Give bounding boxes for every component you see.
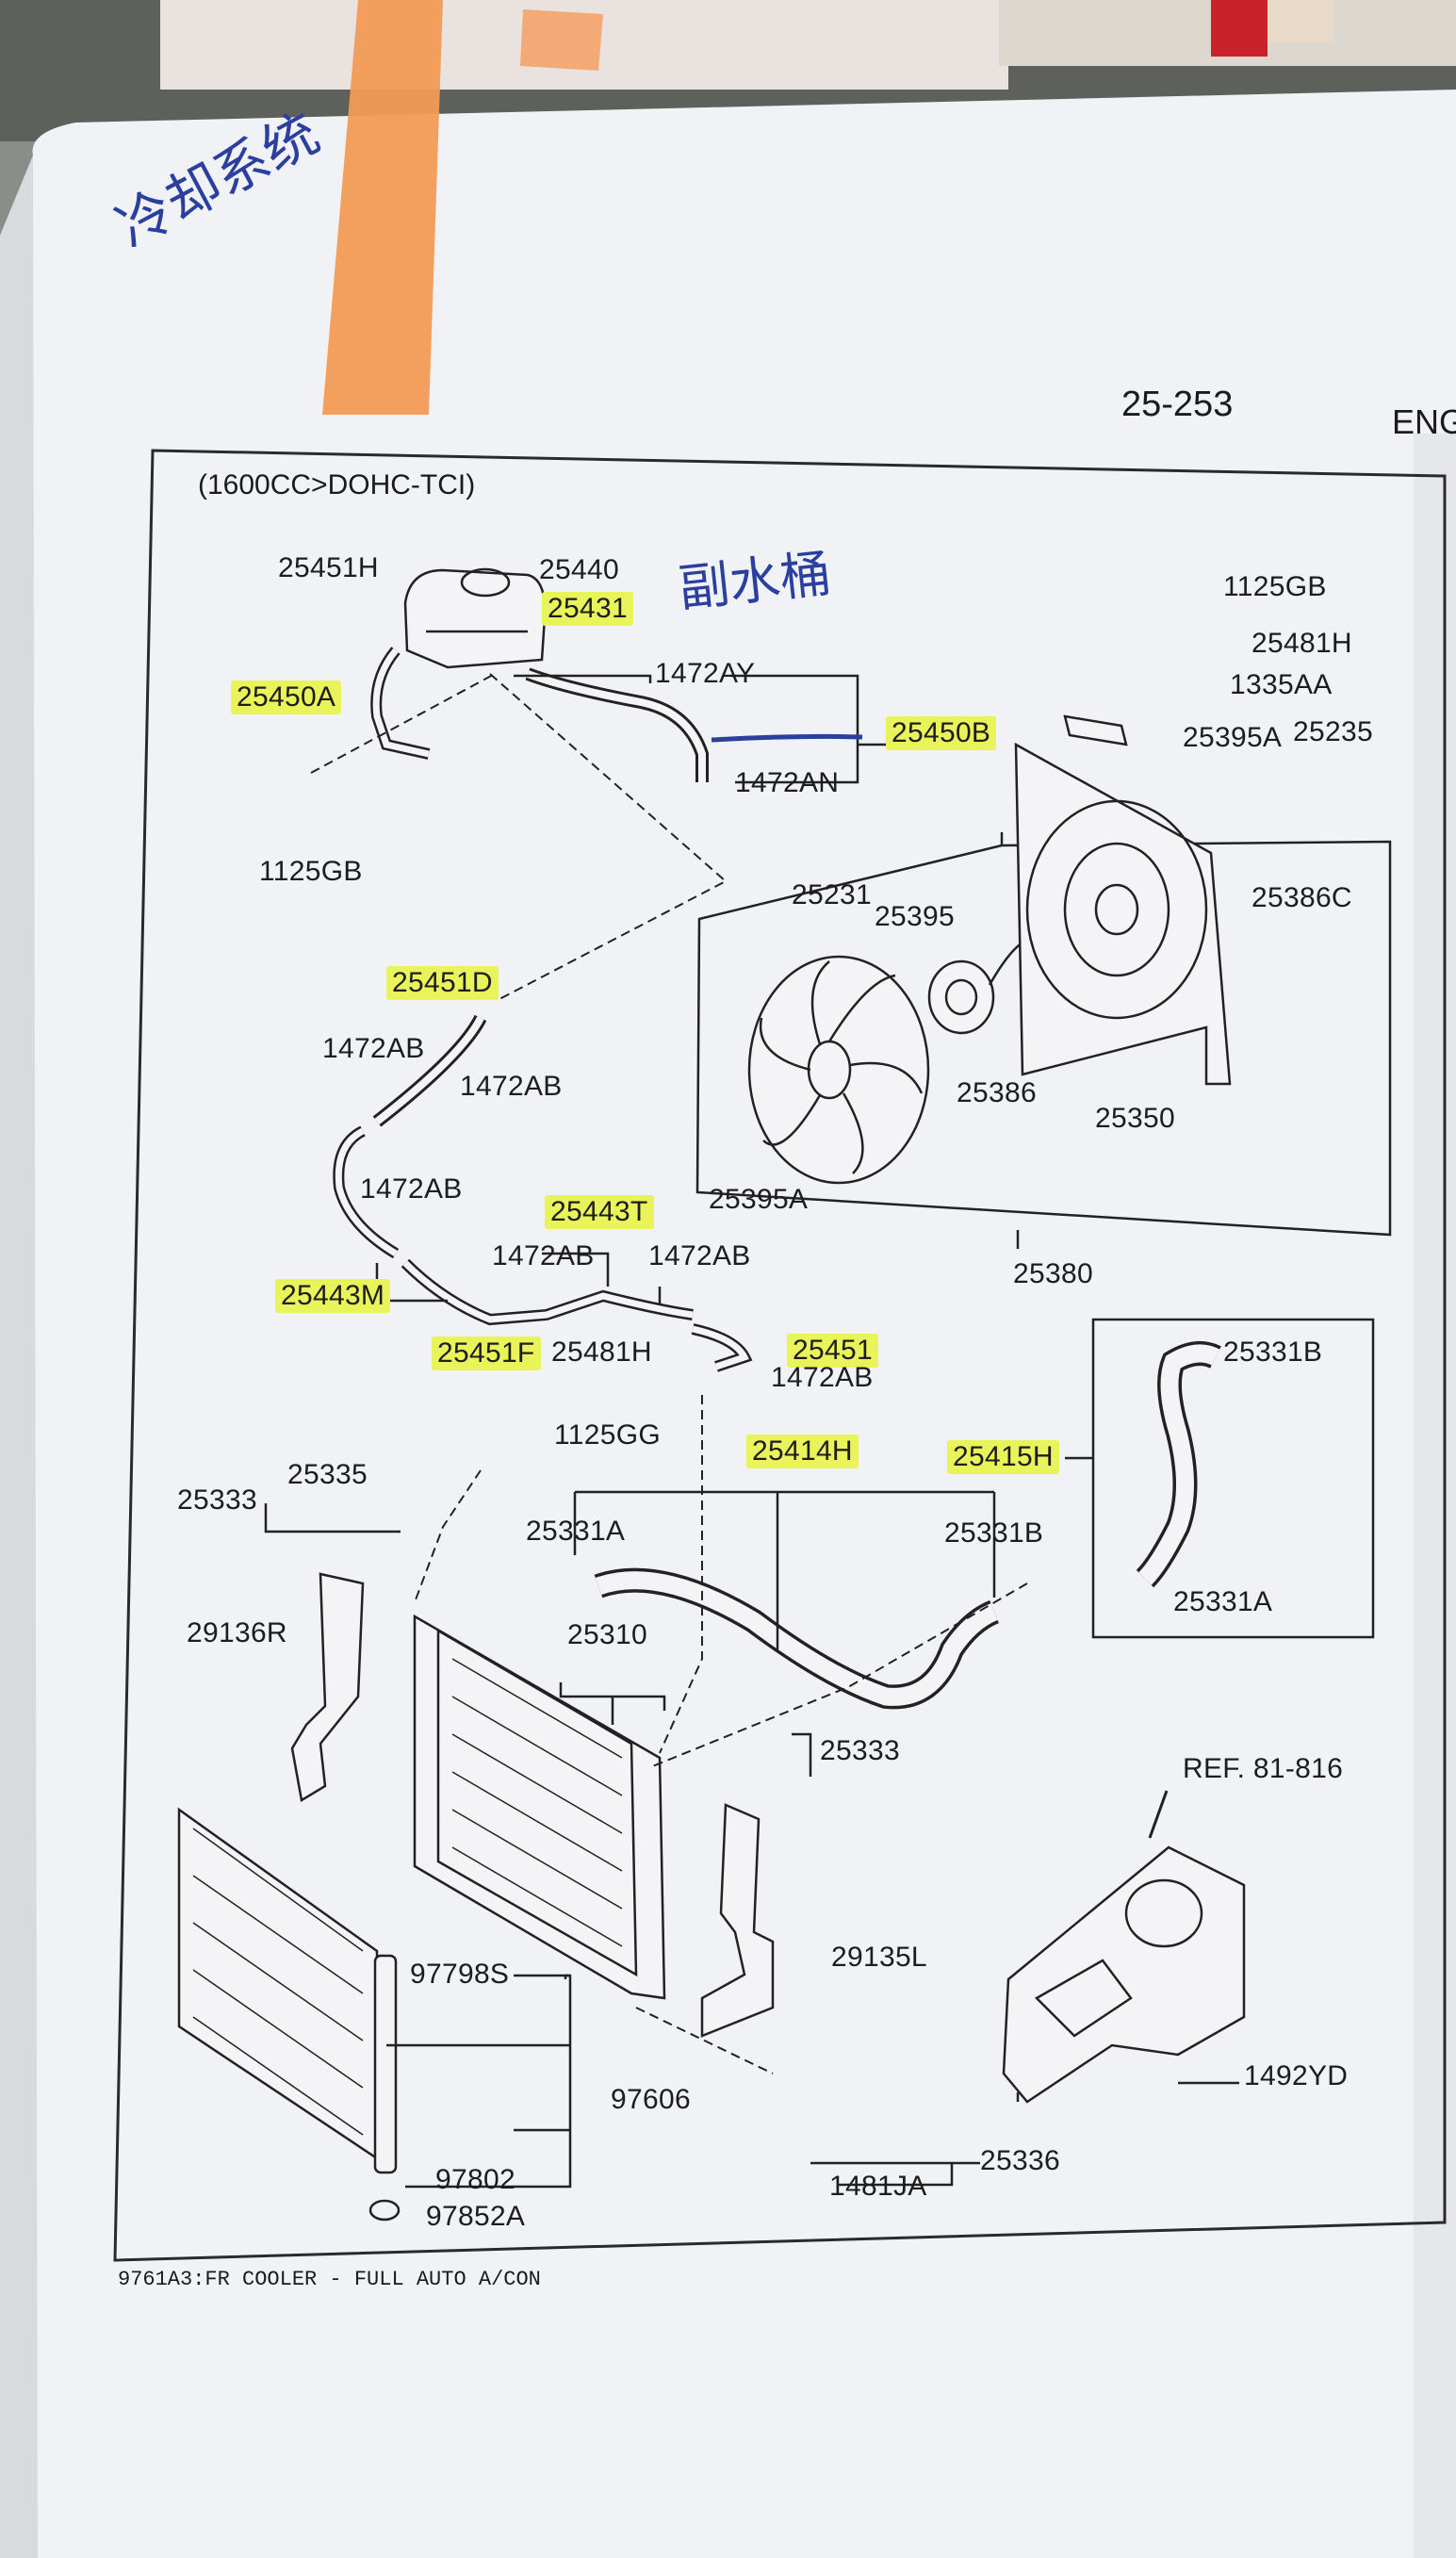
part-label: 25395A <box>1183 722 1283 753</box>
part-label: 25331A <box>526 1516 626 1547</box>
part-label-highlighted: 25443M <box>275 1279 391 1313</box>
reservoir-tank <box>403 567 547 669</box>
fan-motor <box>927 940 1024 1035</box>
part-label: 25331A <box>1173 1586 1273 1617</box>
part-label-highlighted: 25431 <box>542 592 633 626</box>
part-label: 1481JA <box>829 2171 927 2202</box>
part-label: 25386C <box>1252 882 1352 913</box>
part-label: 25481H <box>1252 628 1352 659</box>
part-label-highlighted: 25450A <box>231 680 342 714</box>
part-label: 97852A <box>426 2201 526 2232</box>
part-label: 1472AB <box>460 1071 563 1102</box>
part-label: 1492YD <box>1244 2060 1349 2091</box>
ref-label: REF. 81-816 <box>1183 1753 1344 1784</box>
part-label: 1125GB <box>259 856 363 887</box>
page-section: ENG <box>1392 402 1456 441</box>
part-label: 1125GG <box>554 1419 661 1451</box>
part-label: 1125GB <box>1223 571 1327 602</box>
part-label-highlighted: 25450B <box>886 716 997 750</box>
part-label: 25451H <box>278 552 379 583</box>
part-label: 25395 <box>875 901 955 932</box>
part-label: 25336 <box>980 2145 1060 2176</box>
part-label: 29136R <box>187 1617 287 1648</box>
air-guard-left <box>290 1572 365 1803</box>
part-label: 97606 <box>611 2084 691 2115</box>
part-label: 1472AN <box>735 767 840 798</box>
page-number: 25-253 <box>1121 385 1234 424</box>
part-label: 25231 <box>792 879 872 910</box>
part-label: 97798S <box>410 1959 510 1990</box>
pen-underline <box>711 733 863 743</box>
part-label-highlighted: 25451 <box>787 1334 878 1368</box>
part-label: 25395A <box>709 1184 809 1215</box>
part-label-highlighted: 25415H <box>947 1440 1059 1474</box>
part-label: 25333 <box>177 1484 257 1516</box>
part-label: 1472AB <box>322 1033 425 1064</box>
hose-25450b <box>525 667 709 782</box>
part-label: 25335 <box>287 1459 368 1490</box>
hose-box <box>1091 1318 1375 1639</box>
part-label-highlighted: 25443T <box>545 1195 654 1229</box>
vehicle-body-ref <box>1002 1790 1246 2104</box>
part-label: 25331B <box>1223 1336 1323 1368</box>
radiator <box>413 1614 666 2000</box>
part-label: 29135L <box>831 1942 927 1973</box>
part-label: 25481H <box>551 1336 652 1368</box>
engine-spec: (1600CC>DOHC-TCI) <box>198 469 476 500</box>
dashed-leader <box>489 673 728 1000</box>
condenser <box>177 1807 401 2222</box>
part-label: 25350 <box>1095 1103 1175 1134</box>
part-label: 1472AY <box>655 658 756 689</box>
air-guard-right <box>700 1803 775 2038</box>
footer-note: 9761A3:FR COOLER - FULL AUTO A/CON <box>118 2268 541 2291</box>
part-label: 25440 <box>539 554 619 585</box>
part-label: 25380 <box>1013 1258 1093 1289</box>
part-label: 25333 <box>820 1735 900 1766</box>
part-label-highlighted: 25414H <box>746 1435 859 1468</box>
fan-shroud <box>1014 714 1232 1086</box>
part-label-highlighted: 25451F <box>432 1336 541 1370</box>
part-label: 1472AB <box>771 1362 874 1393</box>
part-label: 1472AB <box>360 1173 463 1205</box>
part-label: 1472AB <box>648 1240 751 1271</box>
part-label-highlighted: 25451D <box>386 966 499 1000</box>
part-label: 1472AB <box>492 1240 595 1271</box>
part-label: 97802 <box>435 2164 515 2195</box>
fan-assembly-box <box>695 832 1392 1237</box>
part-label: 25310 <box>567 1619 647 1650</box>
part-label: 1335AA <box>1230 669 1333 700</box>
cooling-fan <box>747 955 930 1185</box>
part-label: 25235 <box>1293 716 1373 747</box>
part-label: 25331B <box>944 1517 1044 1549</box>
part-label: 25386 <box>957 1077 1037 1108</box>
handwritten-note-reservoir: 副水桶 <box>676 543 834 619</box>
